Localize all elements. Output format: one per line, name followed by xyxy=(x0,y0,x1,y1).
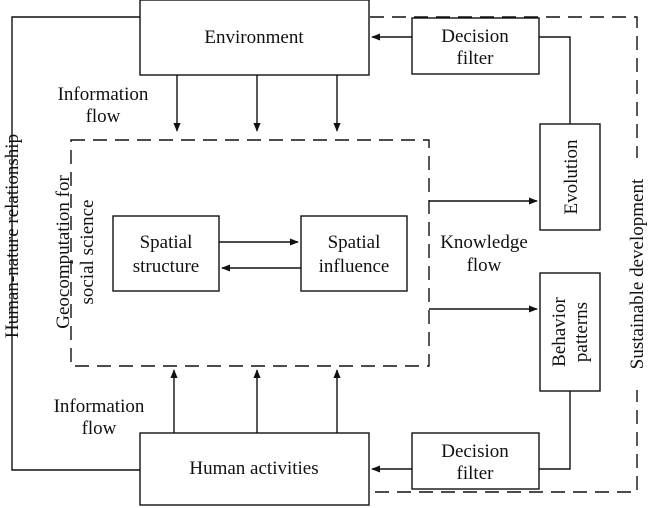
decision-filter-top-line2: filter xyxy=(457,48,495,69)
environment-label: Environment xyxy=(204,27,304,48)
behavior-patterns-line1: Behavior xyxy=(549,297,570,367)
sustainable-label-backdrop xyxy=(627,158,649,390)
behavior-to-filter-line xyxy=(539,391,571,470)
decision-filter-bottom-line2: filter xyxy=(457,463,495,484)
spatial-structure-line1: Spatial xyxy=(140,232,193,253)
spatial-influence-line1: Spatial xyxy=(328,232,381,253)
decision-filter-bottom-line1: Decision xyxy=(441,441,509,462)
human-activities-label: Human activities xyxy=(189,458,318,479)
geocomputation-line1: Geocomputation for xyxy=(53,175,74,329)
geocomputation-line2: social science xyxy=(77,200,98,305)
decision-filter-bottom-box xyxy=(411,432,540,490)
spatial-structure-line2: structure xyxy=(133,256,199,277)
sustainable-development-label: Sustainable development xyxy=(627,178,648,369)
human-activities-box xyxy=(139,432,370,506)
information-flow-bottom-line1: Information xyxy=(54,396,145,417)
environment-box xyxy=(139,0,370,76)
information-flow-bottom-line2: flow xyxy=(82,418,117,439)
behavior-patterns-line2: patterns xyxy=(571,302,592,362)
sustainable-development-loop xyxy=(370,16,638,493)
human-nature-connector xyxy=(11,16,140,471)
human-nature-relationship-label: Human-nature relationship xyxy=(2,134,23,338)
spatial-influence-box xyxy=(300,215,408,292)
evolution-label: Evolution xyxy=(561,139,582,214)
spatial-structure-box xyxy=(112,215,220,292)
evolution-to-filter-line xyxy=(539,36,571,124)
information-flow-top-line1: Information xyxy=(58,84,149,105)
knowledge-flow-line1: Knowledge xyxy=(440,232,528,253)
information-flow-top-line2: flow xyxy=(86,106,121,127)
spatial-influence-line2: influence xyxy=(319,256,390,277)
decision-filter-top-box xyxy=(411,17,540,75)
knowledge-flow-line2: flow xyxy=(467,255,502,276)
behavior-patterns-box xyxy=(539,272,601,392)
geocomputation-boundary xyxy=(70,139,430,367)
decision-filter-top-line1: Decision xyxy=(441,26,509,47)
